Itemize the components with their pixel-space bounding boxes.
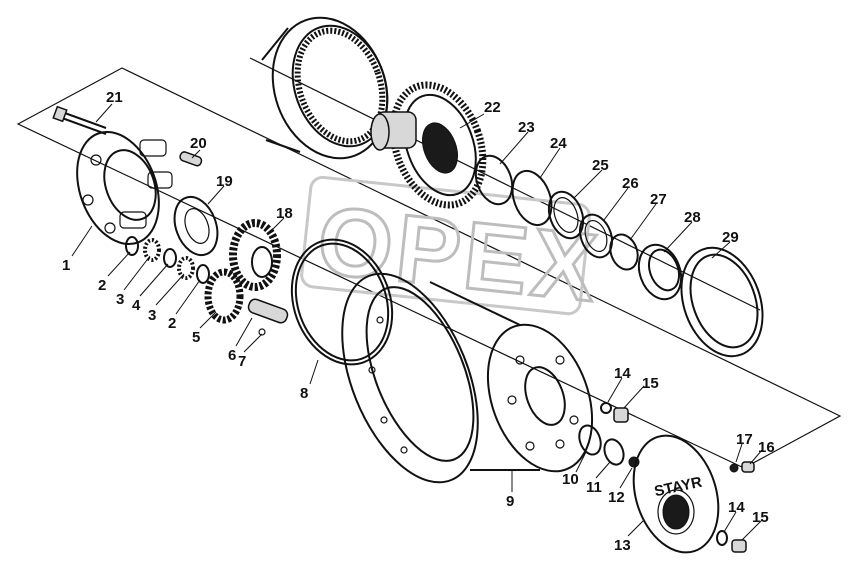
part-4-spacer [163, 248, 177, 268]
leader-lines [71, 103, 763, 541]
watermark-text: OPEX [313, 187, 605, 323]
part-1-carrier [76, 130, 173, 246]
callout-26: 26 [622, 175, 639, 192]
callouts: 1 2 3 4 3 2 5 6 7 8 9 10 11 12 13 14 15 … [62, 89, 775, 554]
callout-11: 11 [586, 479, 602, 496]
callout-4: 4 [132, 297, 141, 314]
callout-15a: 15 [642, 375, 659, 392]
callout-23: 23 [518, 119, 535, 136]
part-14-ring-lower [716, 530, 728, 546]
callout-15b: 15 [752, 509, 769, 526]
part-10-washer [578, 424, 602, 456]
callout-14a: 14 [614, 365, 631, 382]
callout-3b: 3 [148, 307, 156, 324]
part-29-seal [680, 246, 764, 358]
frame-plane [16, 67, 842, 469]
part-11-ring [603, 438, 625, 466]
callout-2b: 2 [168, 315, 176, 332]
callout-8: 8 [300, 385, 308, 402]
part-8-oring [290, 238, 394, 366]
part-19-washer [173, 195, 219, 257]
callout-7: 7 [238, 353, 246, 370]
callout-19: 19 [216, 173, 233, 190]
part-20-pin [179, 151, 203, 167]
callout-6: 6 [228, 347, 236, 364]
callout-20: 20 [190, 135, 207, 152]
callout-18: 18 [276, 205, 293, 222]
part-28-nut [637, 243, 683, 301]
part-2-washer-a [125, 236, 139, 256]
part-2-washer-b [196, 264, 210, 284]
callout-17: 17 [736, 431, 753, 448]
part-7-pin [258, 328, 266, 336]
callout-25: 25 [592, 157, 609, 174]
callout-21: 21 [106, 89, 123, 106]
callout-13: 13 [614, 537, 631, 554]
callout-14b: 14 [728, 499, 745, 516]
callout-1: 1 [62, 257, 70, 274]
part-15-plug-upper [613, 407, 629, 423]
part-13-cover: STAYR [632, 434, 720, 554]
part-24-ring [511, 169, 553, 227]
part-23-ring [474, 154, 514, 206]
callout-28: 28 [684, 209, 701, 226]
callout-10: 10 [562, 471, 579, 488]
callout-9: 9 [506, 493, 514, 510]
part-16-bolt [741, 461, 755, 473]
part-9-hub-drum [341, 272, 594, 484]
part-25-ring [547, 190, 585, 240]
callout-2a: 2 [98, 277, 106, 294]
callout-3a: 3 [116, 291, 124, 308]
axis-line [249, 57, 761, 311]
part-22-gear [370, 81, 487, 209]
callout-27: 27 [650, 191, 667, 208]
part-14-ring-upper [600, 402, 612, 414]
part-26-ring [579, 213, 613, 259]
part-21-bolt [52, 105, 107, 135]
part-5-gear [204, 268, 244, 324]
part-15-plug-lower [731, 539, 747, 553]
part-3-bearing-b [177, 256, 195, 280]
callout-16: 16 [758, 439, 775, 456]
callout-29: 29 [722, 229, 739, 246]
callout-5: 5 [192, 329, 200, 346]
part-6-shaft [247, 298, 289, 324]
callout-12: 12 [608, 489, 625, 506]
part-ring-gear [261, 16, 389, 160]
part-3-bearing-a [143, 238, 161, 262]
part-18-planet-gear [229, 219, 281, 291]
callout-22: 22 [484, 99, 501, 116]
part-17-ring [729, 463, 739, 473]
callout-24: 24 [550, 135, 567, 152]
part-27-ring [609, 233, 639, 271]
